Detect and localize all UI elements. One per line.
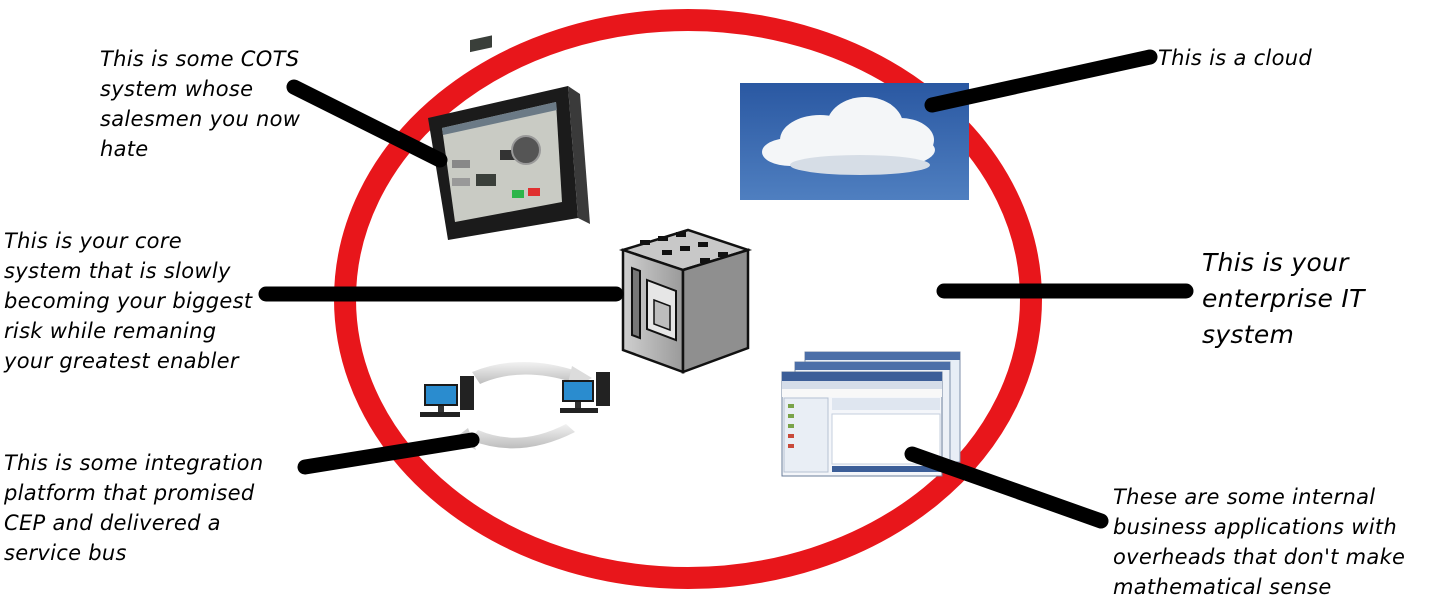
pointer-cots [286,79,448,168]
label-core-system: This is your core system that is slowly … [4,229,253,373]
server-icon [618,228,753,374]
label-integration-platform: This is some integration platform that p… [4,451,264,565]
tablet-icon [428,35,590,240]
pointer-internal [904,446,1109,529]
label-cloud: This is a cloud [1158,46,1312,70]
pointer-integration [297,432,480,475]
label-cots-system: This is some COTS system whose salesmen … [100,47,301,161]
cloud-icon [740,83,969,200]
pointer-lines [258,49,1194,529]
label-enterprise-it-system: This is your enterprise IT system [1202,248,1365,349]
integration-icon [420,362,610,450]
pointer-cloud [924,49,1158,113]
label-internal-business-apps: These are some internal business applica… [1113,485,1406,599]
